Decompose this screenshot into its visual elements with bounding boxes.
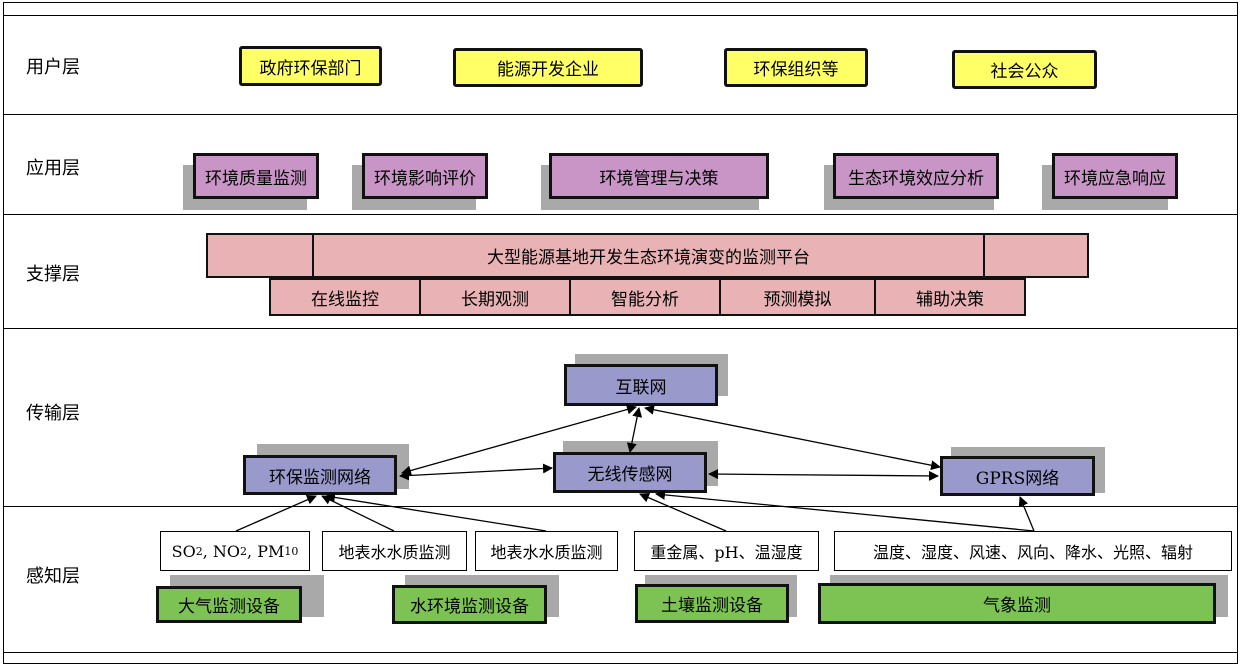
divider	[3, 652, 1238, 653]
app-env-impact-assessment: 环境影响评价	[362, 153, 488, 199]
param-text: , PM	[247, 541, 285, 561]
support-prediction-simulation: 预测模拟	[719, 278, 876, 316]
perception-surface-water-2: 地表水水质监测	[475, 531, 618, 571]
layer-label-application: 应用层	[26, 158, 80, 179]
arrow-gprs-internet	[644, 404, 941, 471]
arrow-weather-wireless	[655, 489, 1035, 532]
transport-internet: 互联网	[564, 364, 718, 406]
app-env-quality-monitoring: 环境质量监测	[193, 153, 319, 199]
arrow-weather-gprs	[1018, 496, 1035, 532]
support-monitoring-platform: 大型能源基地开发生态环境演变的监测平台	[312, 233, 985, 278]
param-text: SO	[171, 541, 196, 561]
transport-env-monitoring-network: 环保监测网络	[243, 455, 397, 495]
app-env-management-decision: 环境管理与决策	[549, 153, 769, 199]
app-env-emergency-response: 环境应急响应	[1052, 153, 1178, 199]
perception-surface-water-1: 地表水水质监测	[322, 531, 467, 571]
layer-label-transport: 传输层	[26, 403, 80, 424]
user-public: 社会公众	[952, 50, 1097, 89]
perception-soil-parameters: 重金属、pH、温湿度	[634, 531, 819, 571]
layer-label-support: 支撑层	[26, 264, 80, 285]
divider	[3, 15, 1238, 16]
arrow-wireless-internet	[626, 407, 643, 453]
perception-air-device: 大气监测设备	[156, 586, 302, 623]
param-subscript: 2	[240, 544, 248, 558]
arrow-soil-wireless	[639, 492, 727, 532]
perception-soil-device: 土壤监测设备	[635, 584, 789, 623]
user-energy-enterprise: 能源开发企业	[453, 48, 643, 87]
arrow-envnet-internet	[401, 404, 637, 476]
divider	[3, 214, 1238, 215]
transport-gprs-network: GPRS网络	[940, 456, 1095, 496]
layer-label-user: 用户层	[26, 57, 80, 78]
app-eco-effect-analysis: 生态环境效应分析	[833, 153, 999, 199]
divider	[3, 328, 1238, 329]
param-subscript: 10	[284, 544, 299, 558]
user-env-organization: 环保组织等	[724, 48, 868, 87]
support-intelligent-analysis: 智能分析	[569, 278, 721, 316]
divider	[3, 114, 1238, 115]
param-subscript: 2	[195, 544, 203, 558]
perception-weather-device: 气象监测	[818, 583, 1216, 624]
diagram-frame	[3, 2, 1238, 664]
support-long-term-observation: 长期观测	[419, 278, 571, 316]
perception-water-device: 水环境监测设备	[392, 585, 547, 624]
arrow-air-envnet	[235, 495, 317, 532]
arrow-wireless-gprs	[708, 469, 939, 481]
support-online-monitoring: 在线监控	[269, 278, 421, 316]
arrow-water2-envnet	[325, 492, 547, 532]
arrow-envnet-wireless	[399, 463, 553, 481]
layer-label-perception: 感知层	[26, 566, 80, 587]
support-platform-right-cap	[983, 233, 1089, 278]
user-government: 政府环保部门	[239, 46, 382, 86]
perception-weather-parameters: 温度、湿度、风速、风向、降水、光照、辐射	[834, 531, 1232, 571]
support-decision-support: 辅助决策	[874, 278, 1026, 316]
param-text: , NO	[202, 541, 241, 561]
divider	[3, 506, 1238, 507]
